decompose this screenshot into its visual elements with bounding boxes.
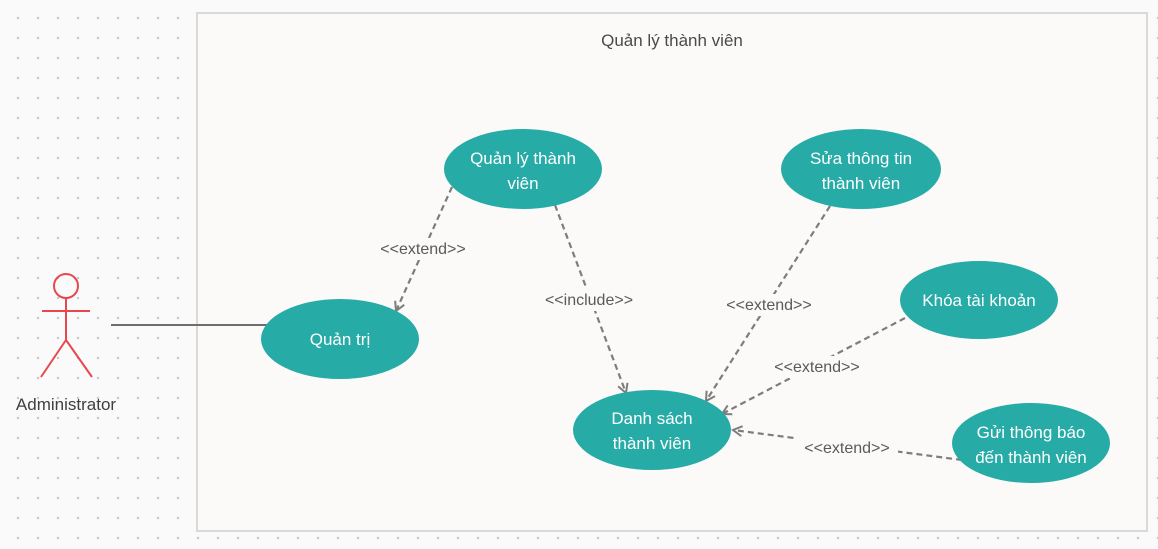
use-case-sua-thong-tin[interactable]: Sửa thông tin thành viên (781, 129, 941, 209)
include-label: <<include>> (545, 292, 633, 309)
extend-connector-quanly-quantri (396, 186, 454, 311)
use-case-khoa-tai-khoan[interactable]: Khóa tài khoản (900, 261, 1058, 339)
system-title: Quản lý thành viên (601, 31, 743, 50)
use-case-label-line1: Gửi thông báo (977, 423, 1086, 442)
relationship-label-2: <<include>> (536, 289, 642, 311)
use-case-quan-tri[interactable]: Quản trị (261, 299, 419, 379)
relationship-label-5: <<extend>> (796, 437, 898, 459)
use-case-label-line1: Quản lý thành (470, 149, 576, 168)
extend-label: <<extend>> (774, 359, 859, 376)
actor-head (53, 273, 79, 299)
use-case-label: Khóa tài khoản (922, 291, 1035, 310)
use-case-label-line1: Danh sách (611, 409, 692, 428)
use-case-quan-ly-thanh-vien[interactable]: Quản lý thành viên (444, 129, 602, 209)
relationship-label-4: <<extend>> (766, 356, 868, 378)
actor-left-leg (40, 339, 67, 378)
use-case-label-line1: Sửa thông tin (810, 149, 912, 168)
actor-name: Administrator (16, 395, 116, 414)
extend-label: <<extend>> (804, 440, 889, 457)
extend-label: <<extend>> (726, 297, 811, 314)
actor-right-leg (65, 339, 93, 378)
use-case-label-line2: thành viên (613, 434, 691, 453)
relationship-label-3: <<extend>> (718, 294, 820, 316)
administrator-actor[interactable]: Administrator (16, 273, 116, 414)
use-case-label-line2: thành viên (822, 174, 900, 193)
use-case-label-line2: viên (507, 174, 538, 193)
use-case-label-line2: đến thành viên (975, 448, 1087, 467)
extend-label: <<extend>> (380, 241, 465, 258)
use-case-danh-sach-thanh-vien[interactable]: Danh sách thành viên (573, 390, 731, 470)
relationship-label-1: <<extend>> (372, 238, 474, 260)
use-case-gui-thong-bao[interactable]: Gửi thông báo đến thành viên (952, 403, 1110, 483)
use-case-label: Quản trị (310, 330, 370, 349)
